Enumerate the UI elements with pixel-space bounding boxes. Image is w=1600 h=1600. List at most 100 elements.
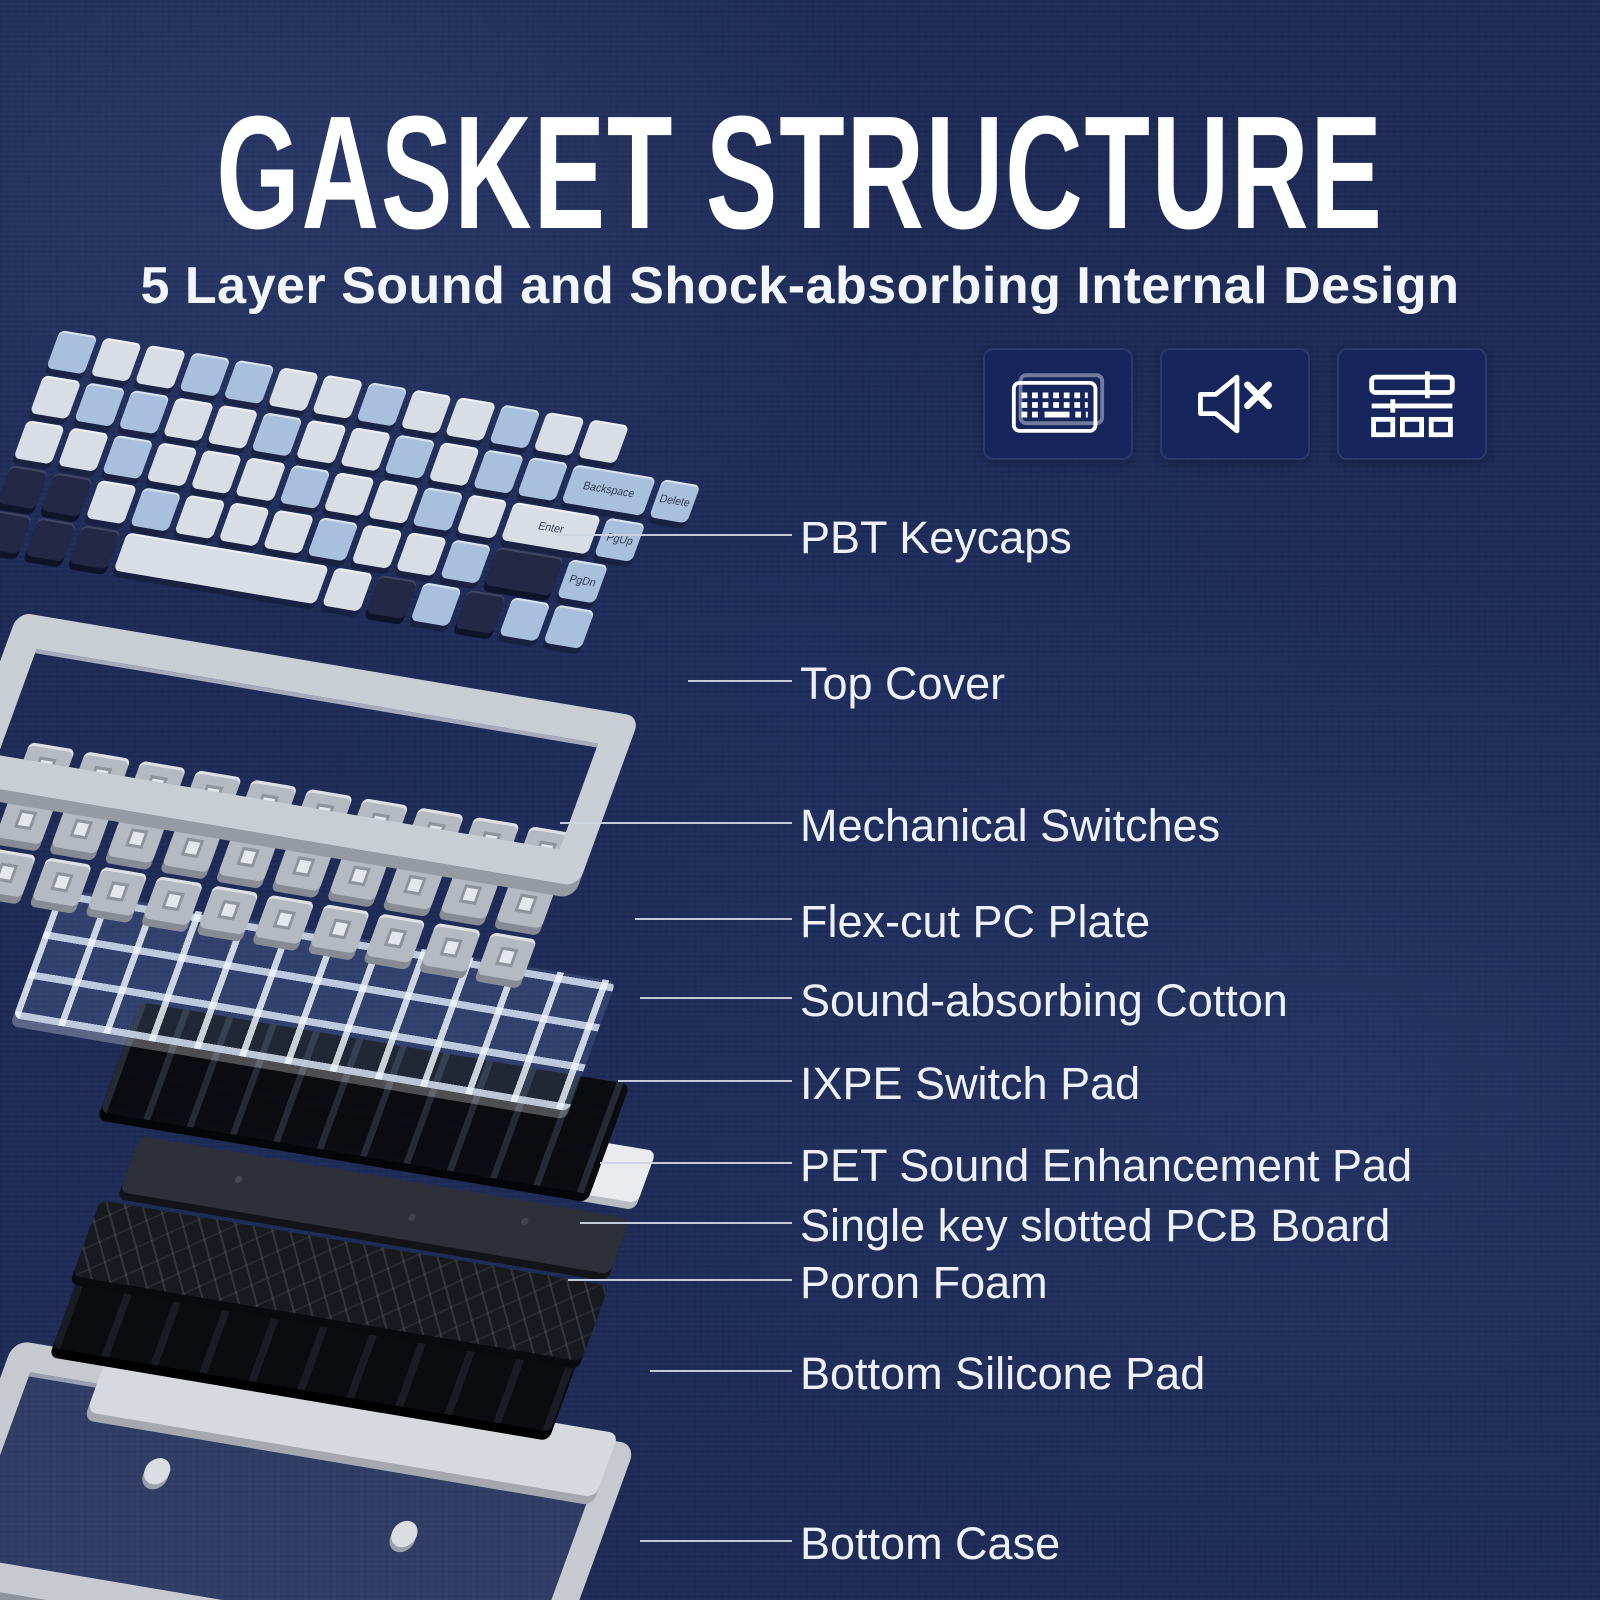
adjustable-structure-icon [1337, 348, 1487, 460]
feature-icon-row [983, 348, 1487, 460]
keyboard-icon-glyph [1011, 373, 1105, 433]
mute-icon-glyph [1198, 374, 1272, 434]
mute-icon [1160, 348, 1310, 460]
leader-line [688, 680, 792, 682]
mechanical-switch [420, 922, 482, 973]
layer-label: Bottom Silicone Pad [800, 1348, 1206, 1399]
leader-line [580, 1222, 792, 1224]
layer-label: Sound-absorbing Cotton [800, 975, 1288, 1026]
leader-line [640, 997, 792, 999]
keycap [295, 419, 348, 464]
keycap [484, 546, 565, 596]
keycap [456, 494, 508, 539]
mechanical-switch [142, 876, 204, 926]
keycap [57, 427, 110, 472]
keycap [412, 486, 464, 532]
screw-post [140, 1456, 175, 1487]
leader-line [600, 1162, 792, 1164]
keycap [339, 427, 392, 472]
layer-label: Poron Foam [800, 1257, 1048, 1308]
keycap [90, 337, 142, 382]
keycap [69, 524, 121, 570]
keycap [321, 567, 374, 612]
keycap [74, 382, 126, 427]
keycap [323, 472, 375, 517]
keycap [190, 449, 243, 495]
mechanical-switch [51, 804, 112, 854]
mechanical-switch [106, 813, 168, 864]
mechanical-switch [495, 879, 557, 929]
keycap [543, 604, 595, 649]
leader-line [640, 1540, 792, 1542]
layer-label: Single key slotted PCB Board [800, 1200, 1391, 1251]
keycap [533, 411, 585, 457]
mechanical-switch [0, 848, 37, 898]
keycap [0, 465, 49, 510]
layer-label: IXPE Switch Pad [800, 1058, 1141, 1109]
mechanical-switch [198, 885, 260, 935]
keycap [498, 597, 551, 642]
leader-line [560, 822, 792, 824]
keycap [262, 509, 315, 554]
mechanical-switch [31, 857, 93, 907]
keycap [395, 531, 448, 577]
keycap [410, 582, 462, 627]
keycap [29, 375, 82, 420]
keycap [384, 434, 436, 479]
keycap [356, 382, 408, 427]
screw-post [387, 1518, 422, 1550]
keycap [444, 396, 497, 442]
mechanical-switch [0, 795, 56, 845]
keycap [174, 494, 226, 540]
leader-line [568, 1279, 792, 1281]
keycap [218, 502, 271, 547]
mechanical-switch [162, 823, 223, 873]
mechanical-switch [384, 860, 446, 911]
layer-label: PBT Keycaps [800, 512, 1072, 563]
keycap [366, 574, 418, 620]
keycap: Delete [648, 479, 701, 524]
layer-label: Mechanical Switches [800, 800, 1221, 851]
keycap [311, 374, 364, 419]
keycap [85, 479, 138, 525]
leader-line [635, 918, 792, 920]
keycap [367, 479, 420, 524]
keycap: Backspace [561, 464, 657, 516]
keycap [118, 389, 170, 435]
keycap: PgUp [593, 517, 646, 562]
keycap [472, 449, 525, 494]
keycap [24, 517, 77, 562]
adjustable-structure-icon-glyph [1369, 371, 1455, 438]
mechanical-switch [365, 913, 426, 964]
keycap [439, 539, 492, 584]
keycap [223, 359, 275, 405]
keycap [267, 367, 320, 412]
keycap [46, 330, 98, 375]
layer-label: Flex-cut PC Plate [800, 896, 1151, 947]
keycap [134, 344, 187, 390]
keyboard-icon [983, 348, 1133, 460]
keycap [516, 456, 569, 502]
mechanical-switch [254, 894, 315, 945]
leader-line [618, 1080, 792, 1082]
keycap [129, 487, 182, 532]
leader-line [650, 1370, 792, 1372]
mechanical-switch [217, 832, 279, 882]
mechanical-switch [273, 841, 334, 892]
keycap [428, 441, 480, 487]
leader-line [555, 534, 792, 536]
keycap [279, 464, 331, 509]
keycap [41, 472, 93, 517]
mechanical-switch [329, 851, 390, 901]
keycap [162, 397, 215, 442]
mechanical-switch [440, 869, 501, 920]
keycap [489, 404, 541, 449]
keycap [234, 457, 287, 502]
keycap [146, 442, 198, 487]
keycap [307, 517, 359, 562]
keycap [251, 412, 303, 457]
page-title: GASKET STRUCTURE [216, 82, 1384, 263]
keycap: PgDn [556, 559, 609, 604]
